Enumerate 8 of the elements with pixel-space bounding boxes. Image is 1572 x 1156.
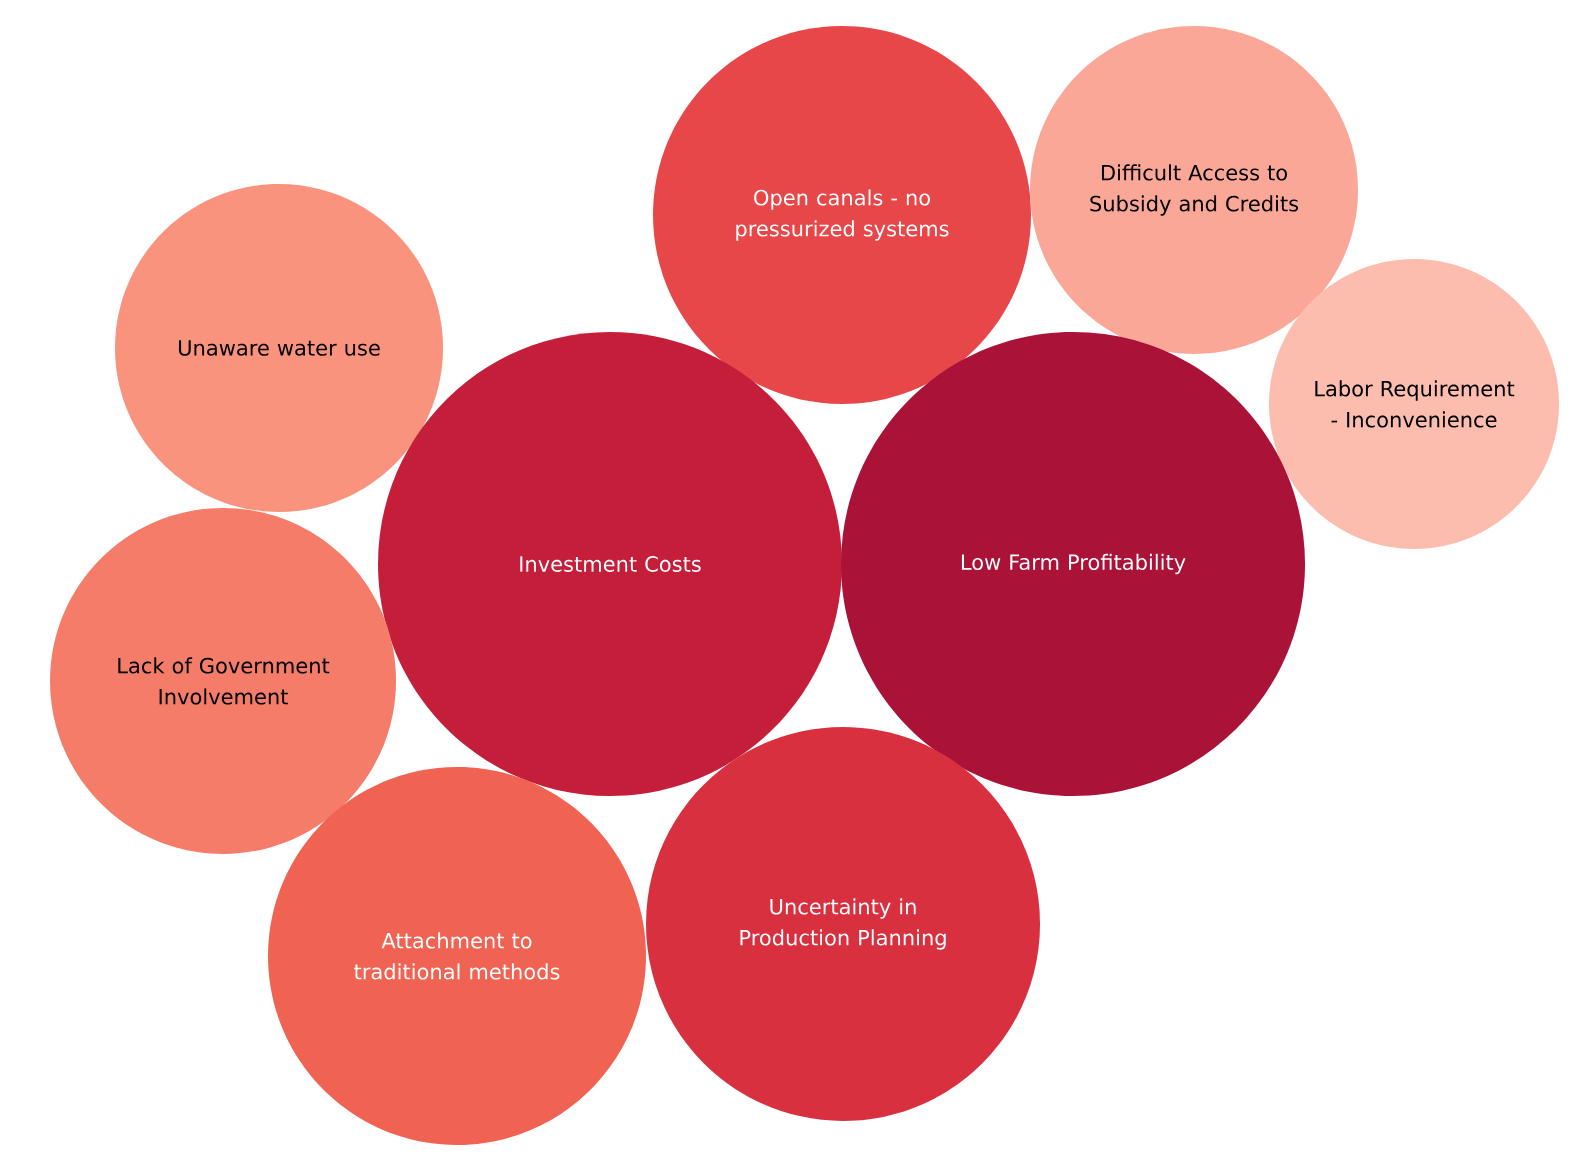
bubble: Low Farm Profitability (841, 332, 1305, 796)
bubble: Lack of Government Involvement (50, 508, 396, 854)
bubble: Unaware water use (115, 184, 443, 512)
bubble: Difficult Access to Subsidy and Credits (1030, 26, 1358, 354)
bubble: Labor Requirement - Inconvenience (1269, 259, 1559, 549)
bubble: Uncertainty in Production Planning (646, 727, 1040, 1121)
bubble: Open canals - no pressurized systems (653, 26, 1031, 404)
bubble: Attachment to traditional methods (268, 767, 646, 1145)
